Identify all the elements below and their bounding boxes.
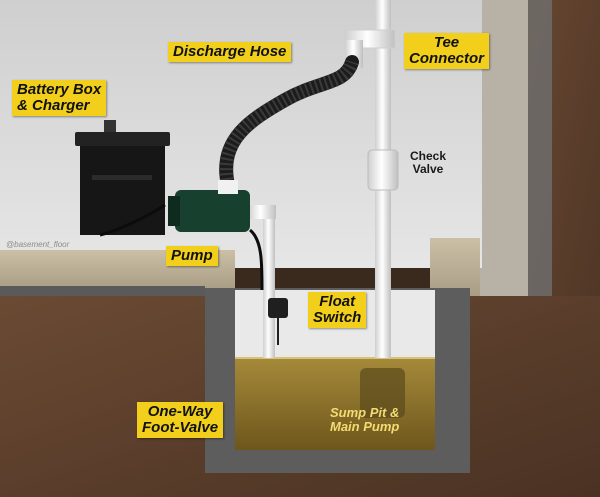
gravel-strip	[528, 0, 552, 330]
label-check-valve-line2: Valve	[412, 161, 444, 176]
check-valve-body	[367, 149, 399, 191]
label-foot-valve-line1: One-Way	[147, 403, 213, 420]
label-float-switch-line1: Float	[319, 293, 356, 310]
main-pump	[360, 368, 405, 418]
label-check-valve-line1: Check	[410, 149, 447, 163]
label-pump-text: Pump	[171, 247, 213, 264]
label-tee-connector: Tee Connector	[404, 33, 489, 69]
backup-pipe	[263, 210, 275, 358]
watermark: @basement_floor	[6, 240, 70, 249]
label-tee-connector-line2: Connector	[409, 49, 484, 67]
label-sump-pit-line1: Sump Pit &	[330, 405, 400, 420]
backup-pump-body	[175, 190, 250, 232]
label-foot-valve-line2: Foot-Valve	[142, 418, 219, 436]
label-tee-connector-line1: Tee	[433, 34, 460, 51]
label-check-valve: Check Valve	[410, 150, 446, 175]
label-float-switch: Float Switch	[308, 292, 367, 328]
label-float-switch-line2: Switch	[313, 308, 362, 326]
label-battery-box: Battery Box & Charger	[12, 80, 107, 116]
label-sump-pit: Sump Pit & Main Pump	[330, 406, 399, 433]
label-sump-pit-line2: Main Pump	[330, 418, 400, 434]
battery-box	[80, 140, 165, 235]
label-discharge-hose-text: Discharge Hose	[173, 43, 287, 60]
label-discharge-hose: Discharge Hose	[168, 42, 292, 62]
float-switch	[268, 298, 288, 318]
label-pump: Pump	[166, 246, 218, 266]
label-foot-valve: One-Way Foot-Valve	[137, 402, 224, 438]
label-battery-box-line2: & Charger	[17, 96, 90, 114]
label-battery-box-line1: Battery Box	[17, 81, 102, 98]
gravel-under-slab	[0, 286, 205, 296]
